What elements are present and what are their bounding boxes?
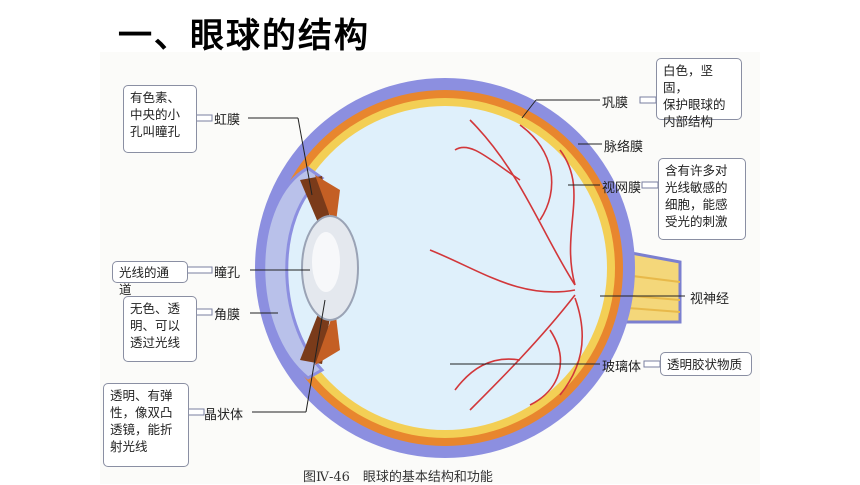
blood-vessels <box>429 119 583 411</box>
note-sclera: 白色，坚固， 保护眼球的 内部结构 <box>656 58 742 129</box>
note-retina: 含有许多对 光线敏感的 细胞，能感 受光的刺激 <box>658 158 746 240</box>
label-lens: 晶状体 <box>204 408 244 423</box>
leader-lines <box>248 99 685 413</box>
note-lens: 透明、有弹 性，像双凸 透镜，能折 射光线 <box>103 383 189 467</box>
label-cornea: 角膜 <box>214 308 241 323</box>
label-choroid: 脉络膜 <box>604 140 644 155</box>
figure-caption: 图Ⅳ-46 眼球的基本结构和功能 <box>303 470 493 485</box>
vitreous-body <box>283 106 607 430</box>
label-retina: 视网膜 <box>602 181 642 196</box>
note-cornea: 无色、透 明、可以 透过光线 <box>123 296 197 362</box>
label-vitreous: 玻璃体 <box>602 360 642 375</box>
cornea-shape <box>262 166 325 380</box>
page-title: 一、眼球的结构 <box>118 16 370 56</box>
label-iris: 虹膜 <box>214 113 241 128</box>
note-iris: 有色素、 中央的小 孔叫瞳孔 <box>123 85 197 153</box>
label-pupil: 瞳孔 <box>214 266 241 281</box>
label-sclera: 巩膜 <box>602 96 629 111</box>
label-optic-nerve: 视神经 <box>690 292 730 307</box>
note-pupil: 光线的通道 <box>112 261 188 297</box>
note-vitreous: 透明胶状物质 <box>660 352 752 376</box>
